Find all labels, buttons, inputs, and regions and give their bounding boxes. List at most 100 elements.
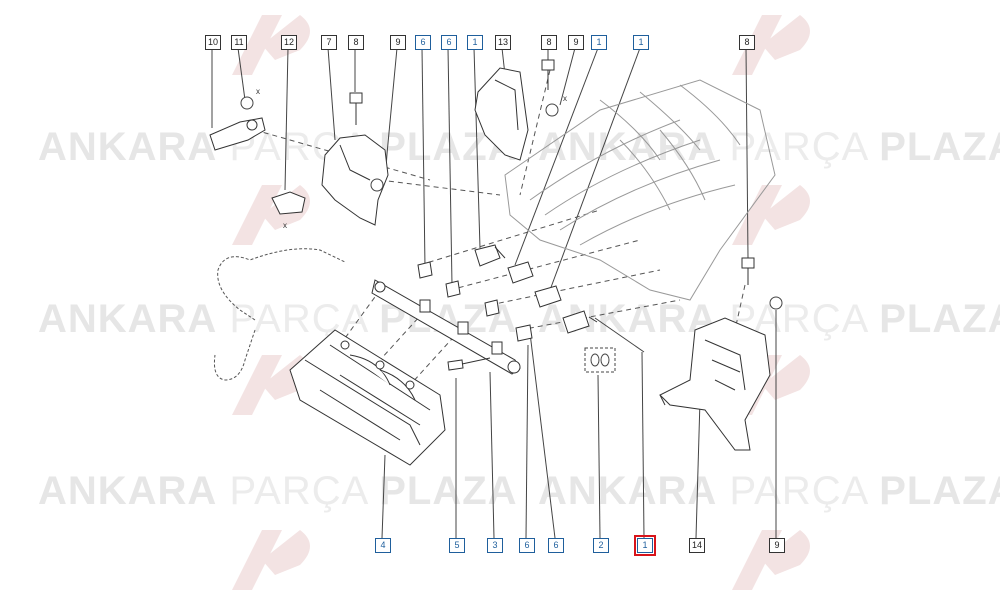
nut (240, 96, 254, 110)
injector (562, 310, 590, 334)
injector (494, 246, 506, 259)
callout-1[interactable]: 1 (633, 35, 649, 50)
injector-clip (417, 261, 433, 279)
fuel-rail (371, 279, 521, 375)
injector (474, 244, 501, 267)
dimension-mark: x (256, 87, 260, 96)
watermark-word: ANKARA (38, 297, 218, 341)
callout-2[interactable]: 2 (593, 538, 609, 553)
dimension-mark: x (563, 94, 567, 103)
fuel-hose (214, 329, 256, 381)
o-ring (600, 353, 610, 367)
callout-4[interactable]: 4 (375, 538, 391, 553)
bolt (741, 257, 755, 285)
sensor (209, 117, 266, 151)
injector (507, 261, 534, 284)
leader-line (473, 47, 481, 249)
watermark-word: PARÇA (229, 297, 368, 341)
watermark-word: ANKARA (38, 469, 218, 513)
watermark-logo (232, 185, 310, 245)
watermark-logo (732, 530, 810, 590)
injector (588, 316, 598, 323)
callout-1-highlighted[interactable]: 1 (634, 535, 656, 556)
callout-14[interactable]: 14 (689, 538, 705, 553)
leader-line (489, 371, 495, 539)
fuel-hose (217, 248, 346, 321)
callout-12[interactable]: 12 (281, 35, 297, 50)
callout-9[interactable]: 9 (390, 35, 406, 50)
bolt (447, 357, 491, 371)
watermark-word: PLAZA (879, 297, 1000, 341)
hose-clamp (271, 191, 306, 215)
callout-6[interactable]: 6 (519, 538, 535, 553)
injector (534, 285, 562, 308)
callout-9[interactable]: 9 (769, 538, 785, 553)
engine-cover (289, 329, 446, 466)
watermark-row-4: ANKARA PARÇA PLAZA (538, 297, 1000, 342)
callout-8[interactable]: 8 (541, 35, 557, 50)
watermark-logo (732, 15, 810, 75)
bracket (321, 134, 389, 226)
leader-line (514, 47, 599, 266)
nut (769, 296, 783, 310)
watermark-row-2: ANKARA PARÇA PLAZA (538, 125, 1000, 170)
leader-line (529, 332, 556, 539)
callout-5[interactable]: 5 (449, 538, 465, 553)
callout-6[interactable]: 6 (441, 35, 457, 50)
callout-1[interactable]: 1 (591, 35, 607, 50)
o-ring (590, 353, 600, 367)
leader-line (641, 351, 645, 539)
heat-shield (659, 317, 771, 451)
assembly-line (449, 239, 641, 291)
injector-clip (515, 324, 533, 342)
watermark-word: PLAZA (879, 469, 1000, 513)
watermark-logo (232, 15, 310, 75)
callout-6[interactable]: 6 (548, 538, 564, 553)
injector-clip (484, 299, 500, 317)
watermark-word: PARÇA (229, 469, 368, 513)
callout-1[interactable]: 1 (467, 35, 483, 50)
bolt (541, 59, 555, 90)
watermark-word: ANKARA (38, 125, 218, 169)
callout-6[interactable]: 6 (415, 35, 431, 50)
callout-13[interactable]: 13 (495, 35, 511, 50)
leader-line (525, 344, 529, 539)
leader-line (384, 47, 398, 176)
leader-line (381, 454, 386, 539)
callout-11[interactable]: 11 (231, 35, 247, 50)
watermark-logo (232, 530, 310, 590)
leader-line (284, 47, 289, 191)
callout-8[interactable]: 8 (739, 35, 755, 50)
watermark-word: ANKARA (538, 469, 718, 513)
cover (474, 67, 529, 161)
callout-3[interactable]: 3 (487, 538, 503, 553)
leader-line (559, 47, 576, 106)
o-ring-set-box (584, 347, 616, 373)
leader-line (421, 47, 426, 269)
watermark-word: PARÇA (729, 469, 868, 513)
watermark-word: PARÇA (729, 125, 868, 169)
nut (545, 103, 559, 117)
callout-9[interactable]: 9 (568, 35, 584, 50)
assembly-line (519, 69, 551, 196)
assembly-line (379, 179, 501, 196)
leader-line (695, 399, 701, 539)
callout-10[interactable]: 10 (205, 35, 221, 50)
dimension-mark: x (283, 221, 287, 230)
intake-manifold (504, 79, 776, 301)
watermark-word: PLAZA (879, 125, 1000, 169)
callout-7[interactable]: 7 (321, 35, 337, 50)
injector-clip (445, 280, 461, 298)
leader-line (745, 47, 749, 259)
leader-line (597, 374, 601, 539)
leader-line (447, 47, 453, 286)
injector-clip-group (417, 261, 533, 342)
callout-8[interactable]: 8 (348, 35, 364, 50)
nut (370, 178, 384, 192)
assembly-line (489, 269, 661, 306)
watermark-logo (732, 185, 810, 245)
leader-line (327, 47, 336, 141)
leader-line (594, 317, 645, 353)
